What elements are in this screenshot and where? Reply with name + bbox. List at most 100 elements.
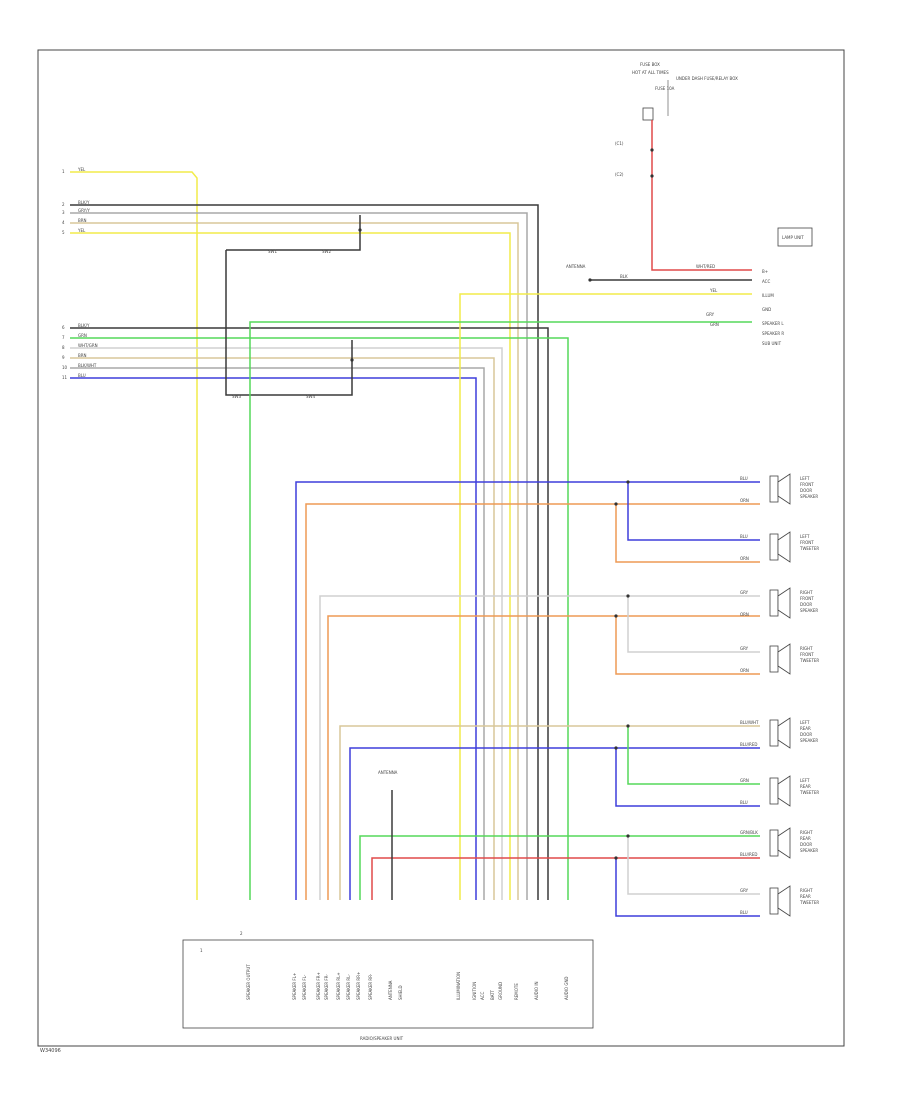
speaker-name-6-0: RIGHT (800, 830, 813, 835)
speaker-name-2-2: DOOR (800, 602, 812, 607)
fuse-box-title: FUSE BOX (640, 62, 660, 67)
speaker-cone-3 (777, 643, 791, 675)
wire-sub-grn (249, 321, 752, 900)
switch-label-4: SW4 (306, 394, 315, 399)
unit-pin-2: 2 (240, 931, 243, 936)
speaker-name-1-1: FRONT (800, 540, 814, 545)
speaker-body-2 (769, 589, 779, 617)
speaker-wire-a-2: GRY (740, 590, 749, 595)
speaker-wire-b-7: BLU (740, 910, 748, 915)
speaker-name-6-2: DOOR (800, 842, 812, 847)
unit-connector-label-9: ANTENNA (388, 980, 393, 1000)
speaker-wire-b-5: BLU (740, 800, 748, 805)
junction-dot-9 (650, 174, 654, 178)
wire-grn-mid (70, 337, 569, 900)
wire-lf-blu (295, 481, 760, 900)
junction-dot-5 (614, 746, 618, 750)
wire-lrt-a (627, 726, 760, 785)
speaker-wire-a-7: GRY (740, 888, 749, 893)
wire-blu-mid (70, 377, 477, 900)
speaker-cone-4 (777, 717, 791, 749)
figure-id: W34096 (40, 1048, 61, 1054)
wire-yel-main (70, 171, 198, 900)
junction-dot-7 (614, 856, 618, 860)
left-top-color-3: GRY/Y (78, 208, 90, 213)
lamp-unit-label: LAMP UNIT (782, 235, 804, 240)
wire-rft-gry (627, 596, 760, 653)
wire-lr-a (339, 725, 760, 900)
wire-gry-a (70, 212, 528, 900)
speaker-body-1 (769, 533, 779, 561)
wire-switch-loop-top (226, 215, 361, 251)
wire-rr-a (359, 835, 760, 900)
unit-connector-label-4: SPEAKER FR- (324, 974, 329, 1000)
speaker-wire-a-5: GRN (740, 778, 749, 783)
speaker-wire-b-2: ORN (740, 612, 749, 617)
unit-connector-label-7: SPEAKER RR+ (356, 972, 361, 1000)
speaker-body-7 (769, 887, 779, 915)
speaker-body-6 (769, 829, 779, 857)
left-mid-pin-9: 9 (62, 355, 65, 360)
wire-rr-b (371, 857, 760, 900)
wire-rrt-a (627, 836, 760, 895)
left-mid-color-7: GRN (78, 333, 87, 338)
junction-dot-4 (626, 724, 630, 728)
left-mid-pin-8: 8 (62, 345, 65, 350)
switch-label-3: SW3 (232, 394, 241, 399)
speaker-name-4-1: REAR (800, 726, 811, 731)
wire-blk-main (70, 204, 539, 900)
speaker-cone-7 (777, 885, 791, 917)
speaker-name-2-1: FRONT (800, 596, 814, 601)
left-mid-color-6: BLK/Y (78, 323, 90, 328)
left-mid-color-11: BLU (78, 373, 86, 378)
sub-pin-2: ILLUM (762, 293, 774, 298)
wire-brn-a (70, 222, 519, 900)
speaker-body-5 (769, 777, 779, 805)
left-top-pin-4: 4 (62, 220, 65, 225)
speaker-wire-b-3: ORN (740, 668, 749, 673)
wire-rrt-b (615, 858, 760, 917)
unit-connector-label-16: REMOTE (514, 983, 519, 1000)
wire-blk-wht (70, 367, 485, 900)
sub-pin-4: SPEAKER L (762, 321, 784, 326)
left-mid-pin-11: 11 (62, 375, 68, 380)
speaker-wire-b-4: BLU/RED (740, 742, 757, 747)
wire-blk-mid (70, 327, 549, 900)
speaker-name-7-2: TWEETER (799, 900, 819, 905)
unit-connector-label-8: SPEAKER RR- (368, 973, 373, 1000)
speaker-body-4 (769, 719, 779, 747)
speaker-wire-b-6: BLU/RED (740, 852, 757, 857)
junction-dot-12 (350, 358, 354, 362)
junction-dot-10 (588, 278, 592, 282)
speaker-name-5-0: LEFT (800, 778, 810, 783)
left-top-pin-5: 5 (62, 230, 65, 235)
unit-connector-label-12: IGNITION (472, 982, 477, 1000)
wire-switch-loop-bottom (225, 250, 353, 396)
fuse-note: UNDER DASH FUSE/RELAY BOX (676, 76, 738, 81)
unit-connector-label-3: SPEAKER FR+ (316, 972, 321, 1000)
junction-dot-11 (358, 228, 362, 232)
junction-dot-6 (626, 834, 630, 838)
wire-rf-gry (319, 595, 760, 900)
left-top-color-5: YEL (77, 228, 86, 233)
speaker-name-6-1: REAR (800, 836, 811, 841)
left-mid-color-10: BLK/WHT (78, 363, 97, 368)
sub-wire-label-1: BLK (620, 274, 628, 279)
speaker-name-2-3: SPEAKER (800, 608, 818, 613)
unit-connector-label-0: SPEAKER OUTPUT (246, 964, 251, 1000)
speaker-name-1-0: LEFT (800, 534, 810, 539)
unit-connector-label-17: AUDIO IN (534, 981, 539, 1000)
left-top-pin-3: 3 (62, 210, 65, 215)
radio-unit-block (182, 939, 594, 1029)
fuse-label: FUSE 10A (655, 86, 675, 91)
speaker-wire-a-6: GRN/BLK (740, 830, 758, 835)
speaker-name-4-0: LEFT (800, 720, 810, 725)
left-mid-pin-7: 7 (62, 335, 65, 340)
speaker-cone-5 (777, 775, 791, 807)
junction-dot-3 (614, 614, 618, 618)
speaker-name-0-0: LEFT (800, 476, 810, 481)
